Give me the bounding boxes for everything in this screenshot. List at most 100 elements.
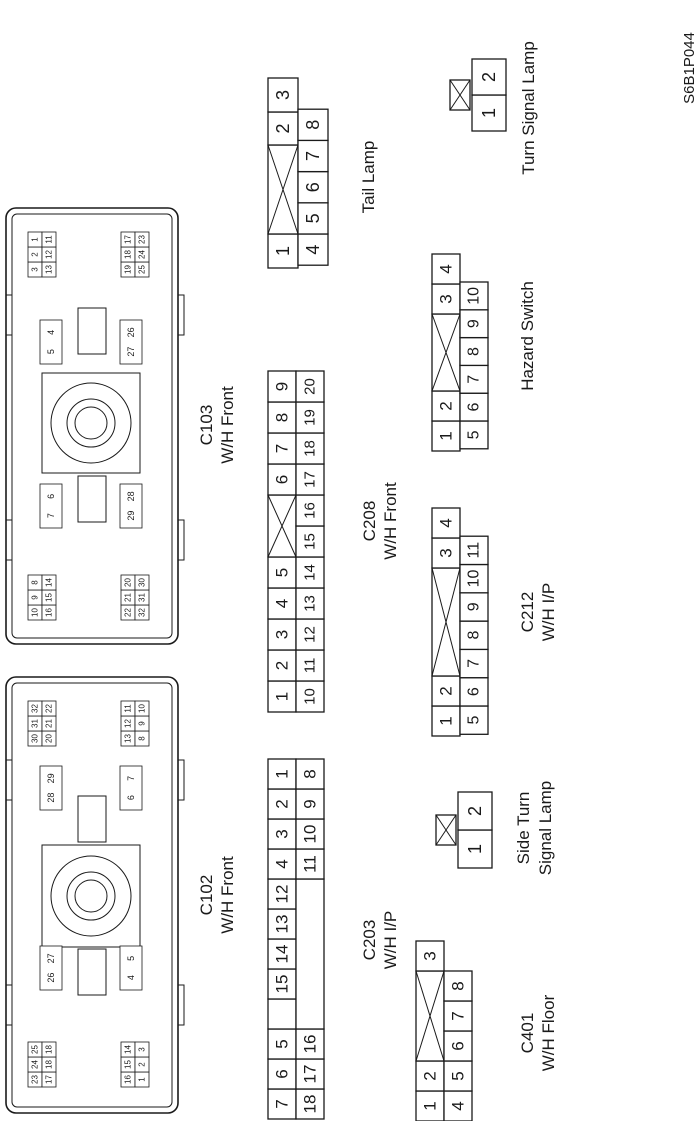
pin-number: 6 xyxy=(126,795,136,800)
pin-cell xyxy=(39,945,63,991)
pin-number: 6 xyxy=(449,1041,468,1050)
pin-number: 30 xyxy=(138,578,147,587)
pin-number: 16 xyxy=(124,1075,133,1084)
pin-cell xyxy=(267,556,297,589)
pin-number: 11 xyxy=(45,235,54,244)
keyway-mark xyxy=(415,970,445,1062)
pin-number: 7 xyxy=(273,444,292,453)
pin-number: 6 xyxy=(273,1069,292,1078)
pin-block-group: 2324251718182726292830313220212216151412… xyxy=(27,700,150,1088)
pin-number: 7 xyxy=(273,1099,292,1108)
connector-side-turn-signal-lamp: 12 xyxy=(435,791,493,869)
pin-cell xyxy=(295,848,325,880)
connector-subtitle: W/H I/P xyxy=(381,911,400,970)
pin-number: 3 xyxy=(437,548,456,557)
key-slot xyxy=(77,307,107,355)
pin-block-group: 1098161514674532113121122212032313028292… xyxy=(27,231,150,621)
pin-number: 10 xyxy=(302,688,319,705)
pin-number: 10 xyxy=(31,608,40,617)
pin-number: 12 xyxy=(45,250,54,259)
connector-title: Turn Signal Lamp xyxy=(519,41,538,175)
pin-cell xyxy=(295,818,325,850)
connector-subtitle: W/H Front xyxy=(381,482,400,560)
pin-number: 13 xyxy=(124,734,133,743)
pin-cell xyxy=(295,525,325,558)
pin-cell xyxy=(459,392,489,422)
pin-number: 32 xyxy=(31,704,40,713)
pin-number: 14 xyxy=(273,945,292,964)
pin-number: 4 xyxy=(449,1101,468,1110)
pin-number: 8 xyxy=(466,347,483,356)
pin-number: 7 xyxy=(449,1011,468,1020)
pin-number: 27 xyxy=(126,347,136,357)
pin-number: 20 xyxy=(302,378,319,395)
pin-number: 7 xyxy=(303,151,323,161)
pin-number: 1 xyxy=(273,692,292,701)
pin-number: 23 xyxy=(31,1075,40,1084)
connector-title: C208 xyxy=(360,501,379,542)
key-slot xyxy=(77,795,107,843)
pin-cell xyxy=(267,463,297,496)
pin-number: 8 xyxy=(466,631,483,640)
pin-number: 1 xyxy=(273,769,292,778)
pin-number: 3 xyxy=(273,90,293,100)
pin-cell xyxy=(134,574,150,591)
pin-number: 15 xyxy=(124,1060,133,1069)
pin-number: 22 xyxy=(124,608,133,617)
pin-number: 28 xyxy=(126,491,136,501)
pin-number: 18 xyxy=(124,250,133,259)
pin-number: 28 xyxy=(46,793,56,803)
pin-number: 29 xyxy=(126,511,136,521)
pin-number: 1 xyxy=(138,1077,147,1082)
pin-number: 10 xyxy=(466,287,483,305)
connector-c103: 1098161514674532113121122212032313028292… xyxy=(5,207,185,645)
pin-number: 1 xyxy=(479,108,499,118)
pin-cell xyxy=(119,945,143,991)
pin-number: 4 xyxy=(437,264,456,273)
center-boss xyxy=(41,372,141,474)
pin-number: 18 xyxy=(302,440,319,457)
pin-cell xyxy=(134,700,150,717)
pin-number: 19 xyxy=(302,409,319,426)
pin-cell xyxy=(457,829,493,869)
pin-cell xyxy=(297,108,329,142)
pin-number: 9 xyxy=(301,799,320,808)
pin-number: 8 xyxy=(31,580,40,585)
connector-title: Tail Lamp xyxy=(359,141,378,214)
pin-number: 22 xyxy=(45,704,54,713)
pin-number: 2 xyxy=(479,72,499,82)
pin-number: 2 xyxy=(31,252,40,257)
pin-cell xyxy=(471,94,507,132)
pin-cell xyxy=(295,556,325,589)
pin-cell xyxy=(297,139,329,173)
pin-number: 17 xyxy=(301,1065,320,1084)
pin-number: 26 xyxy=(126,327,136,337)
pin-number: 3 xyxy=(273,829,292,838)
pin-number: 8 xyxy=(301,769,320,778)
pin-cell xyxy=(459,309,489,339)
pin-number: 3 xyxy=(31,267,40,272)
pin-number: 25 xyxy=(138,265,147,274)
pin-cell xyxy=(295,463,325,496)
pin-cell xyxy=(295,401,325,434)
connector-title: Side Turn xyxy=(514,792,533,865)
pin-cell xyxy=(295,788,325,820)
pin-number: 17 xyxy=(302,471,319,488)
keyway-mark xyxy=(431,567,461,677)
pin-number: 13 xyxy=(45,265,54,274)
pin-number: 5 xyxy=(303,213,323,223)
pin-cell xyxy=(295,1058,325,1090)
pin-number: 1 xyxy=(421,1101,440,1110)
connector-title: C212 xyxy=(518,592,537,633)
pin-cell xyxy=(295,432,325,465)
pin-number: 2 xyxy=(273,661,292,670)
pin-number: 16 xyxy=(301,1035,320,1054)
pin-number: 21 xyxy=(45,719,54,728)
pin-cell xyxy=(295,618,325,651)
pin-number: 5 xyxy=(273,568,292,577)
pin-number: 8 xyxy=(138,736,147,741)
pin-number: 4 xyxy=(303,245,323,255)
pin-number: 2 xyxy=(273,123,293,133)
